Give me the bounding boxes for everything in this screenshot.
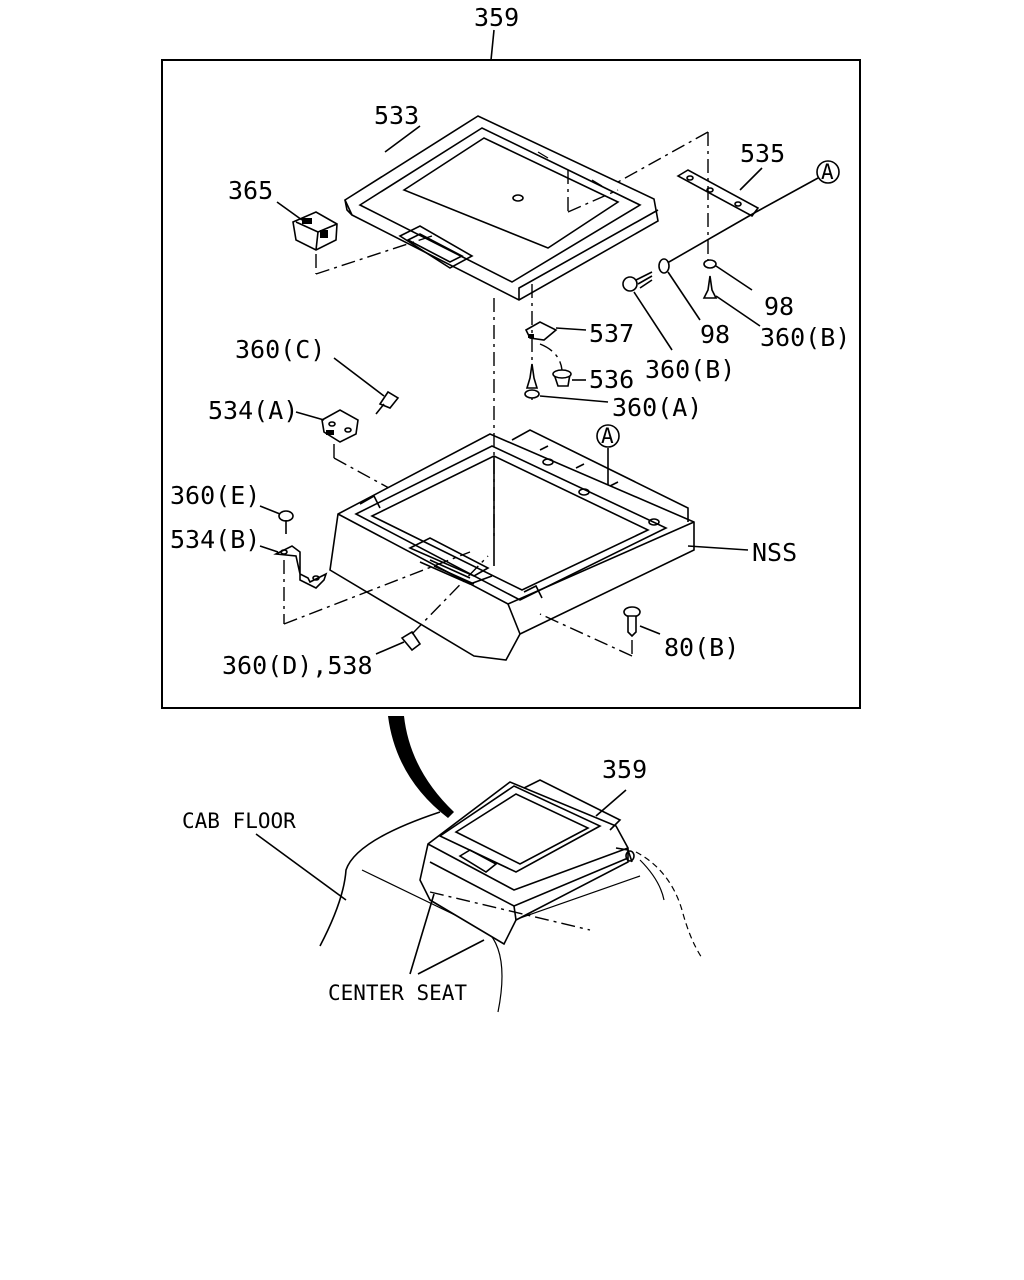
screw-80b [623,606,641,638]
top-part-leader [490,29,495,61]
screw-360e [278,510,294,534]
screw-360b-b [702,275,718,299]
label-screw-360e: 360(E) [170,481,260,510]
label-washer-98-b: 98 [764,292,794,321]
label-bracket-535: 535 [740,139,785,168]
screw-360c [375,390,400,415]
console-location [419,779,635,946]
label-location-part: 359 [602,755,647,784]
clip-537 [524,321,558,341]
label-washer-98-a: 98 [700,320,730,349]
label-circle-a-1: A [821,160,834,184]
label-cab-floor: CAB FLOOR [182,809,296,833]
circle-a-leader-1 [755,177,819,213]
bumper-536 [552,369,572,387]
cover-533 [343,115,659,301]
label-switch: 365 [228,176,273,205]
circle-a-leader-1b [661,211,757,267]
switch-365 [292,211,338,251]
exploded-view: 359 533 365 [161,3,861,709]
washer-98-a [658,258,670,274]
console-box-nss [329,429,695,661]
label-cover: 533 [374,101,419,130]
location-view: 359 CAB FLOOR CENTER SEAT [182,716,703,1013]
label-bracket-534b: 534(B) [170,525,260,554]
exploded-view-frame [161,59,861,709]
label-screw-360b-b: 360(B) [760,323,850,352]
label-circle-a-2: A [601,424,614,448]
bracket-535 [676,169,760,218]
label-nss: NSS [752,538,797,567]
hinge-534a [321,409,359,443]
screw-360b-a [622,271,653,292]
label-center-seat: CENTER SEAT [328,981,467,1005]
bracket-534b [273,545,328,589]
label-screw-360c: 360(C) [235,335,325,364]
label-clip-537: 537 [589,319,634,348]
washer-98-b [703,259,717,269]
circle-a-marker-2 [596,424,620,448]
screw-360a [524,363,540,399]
circle-a-marker [816,160,840,184]
label-bumper-536: 536 [589,365,634,394]
label-screw-360b-a: 360(B) [645,355,735,384]
label-screw-80b: 80(B) [664,633,739,662]
location-arrow [388,716,454,818]
label-top-part: 359 [474,3,519,32]
label-hinge-534a: 534(A) [208,396,298,425]
label-clip-360d-538: 360(D),538 [222,651,373,680]
label-screw-360a: 360(A) [612,393,702,422]
clip-360d-538 [400,630,422,652]
